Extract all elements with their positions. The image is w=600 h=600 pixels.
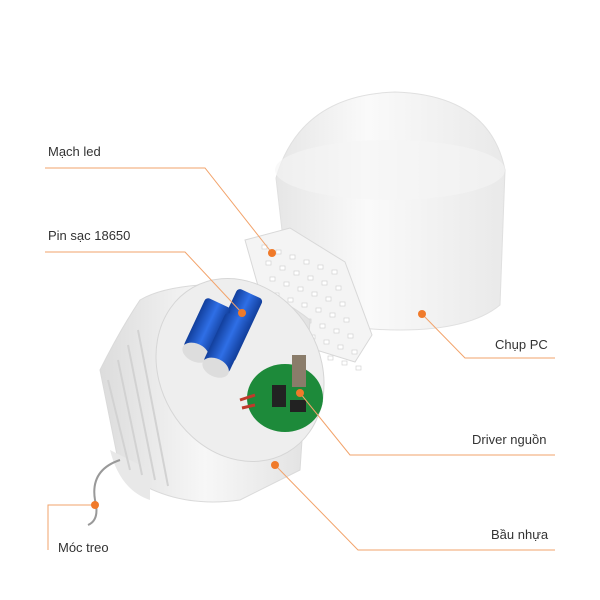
label-pc-cover: Chụp PC bbox=[495, 337, 548, 352]
led-chip bbox=[315, 307, 322, 313]
led-chip bbox=[317, 264, 324, 270]
label-hook: Móc treo bbox=[58, 540, 109, 555]
led-chip bbox=[265, 260, 272, 266]
led-chip bbox=[303, 259, 310, 265]
led-chip bbox=[289, 254, 296, 260]
led-chip bbox=[319, 323, 326, 329]
label-led-board: Mạch led bbox=[48, 144, 101, 159]
led-chip bbox=[329, 312, 336, 318]
hanging-hook bbox=[87, 459, 121, 526]
led-chip bbox=[331, 269, 338, 275]
marker-driver bbox=[296, 389, 304, 397]
led-chip bbox=[283, 281, 290, 287]
led-chip bbox=[355, 365, 362, 371]
leader-line-battery bbox=[45, 251, 243, 314]
led-chip bbox=[337, 344, 344, 350]
label-battery: Pin sạc 18650 bbox=[48, 228, 131, 243]
leader-line-pc-cover bbox=[421, 313, 555, 359]
led-chip bbox=[323, 339, 330, 345]
driver-pcb bbox=[239, 355, 323, 432]
leader-line-driver bbox=[299, 392, 555, 456]
led-chip bbox=[351, 349, 358, 355]
led-chip bbox=[343, 317, 350, 323]
led-chip bbox=[301, 302, 308, 308]
led-chip bbox=[347, 333, 354, 339]
led-chip bbox=[321, 280, 328, 286]
leader-lines bbox=[45, 167, 555, 551]
led-chip bbox=[333, 328, 340, 334]
led-chip bbox=[327, 355, 334, 361]
marker-battery bbox=[238, 309, 246, 317]
leader-line-body bbox=[274, 464, 555, 551]
led-chip bbox=[275, 249, 282, 255]
led-chip bbox=[279, 265, 286, 271]
led-chip bbox=[341, 360, 348, 366]
led-chip bbox=[297, 286, 304, 292]
marker-dots bbox=[91, 249, 426, 509]
led-chip bbox=[287, 297, 294, 303]
batteries-18650 bbox=[182, 289, 263, 378]
marker-pc-cover bbox=[418, 310, 426, 318]
led-chip bbox=[293, 270, 300, 276]
led-chip bbox=[325, 296, 332, 302]
label-driver: Driver nguồn bbox=[472, 432, 547, 447]
marker-body bbox=[271, 461, 279, 469]
leader-line-led-board bbox=[45, 167, 273, 254]
led-chip bbox=[311, 291, 318, 297]
led-chip bbox=[269, 276, 276, 282]
led-chip bbox=[335, 285, 342, 291]
leader-line-hook bbox=[47, 504, 95, 550]
marker-led-board bbox=[268, 249, 276, 257]
led-chip bbox=[339, 301, 346, 307]
label-plastic-body: Bầu nhựa bbox=[491, 527, 549, 542]
led-chip bbox=[307, 275, 314, 281]
marker-hook bbox=[91, 501, 99, 509]
